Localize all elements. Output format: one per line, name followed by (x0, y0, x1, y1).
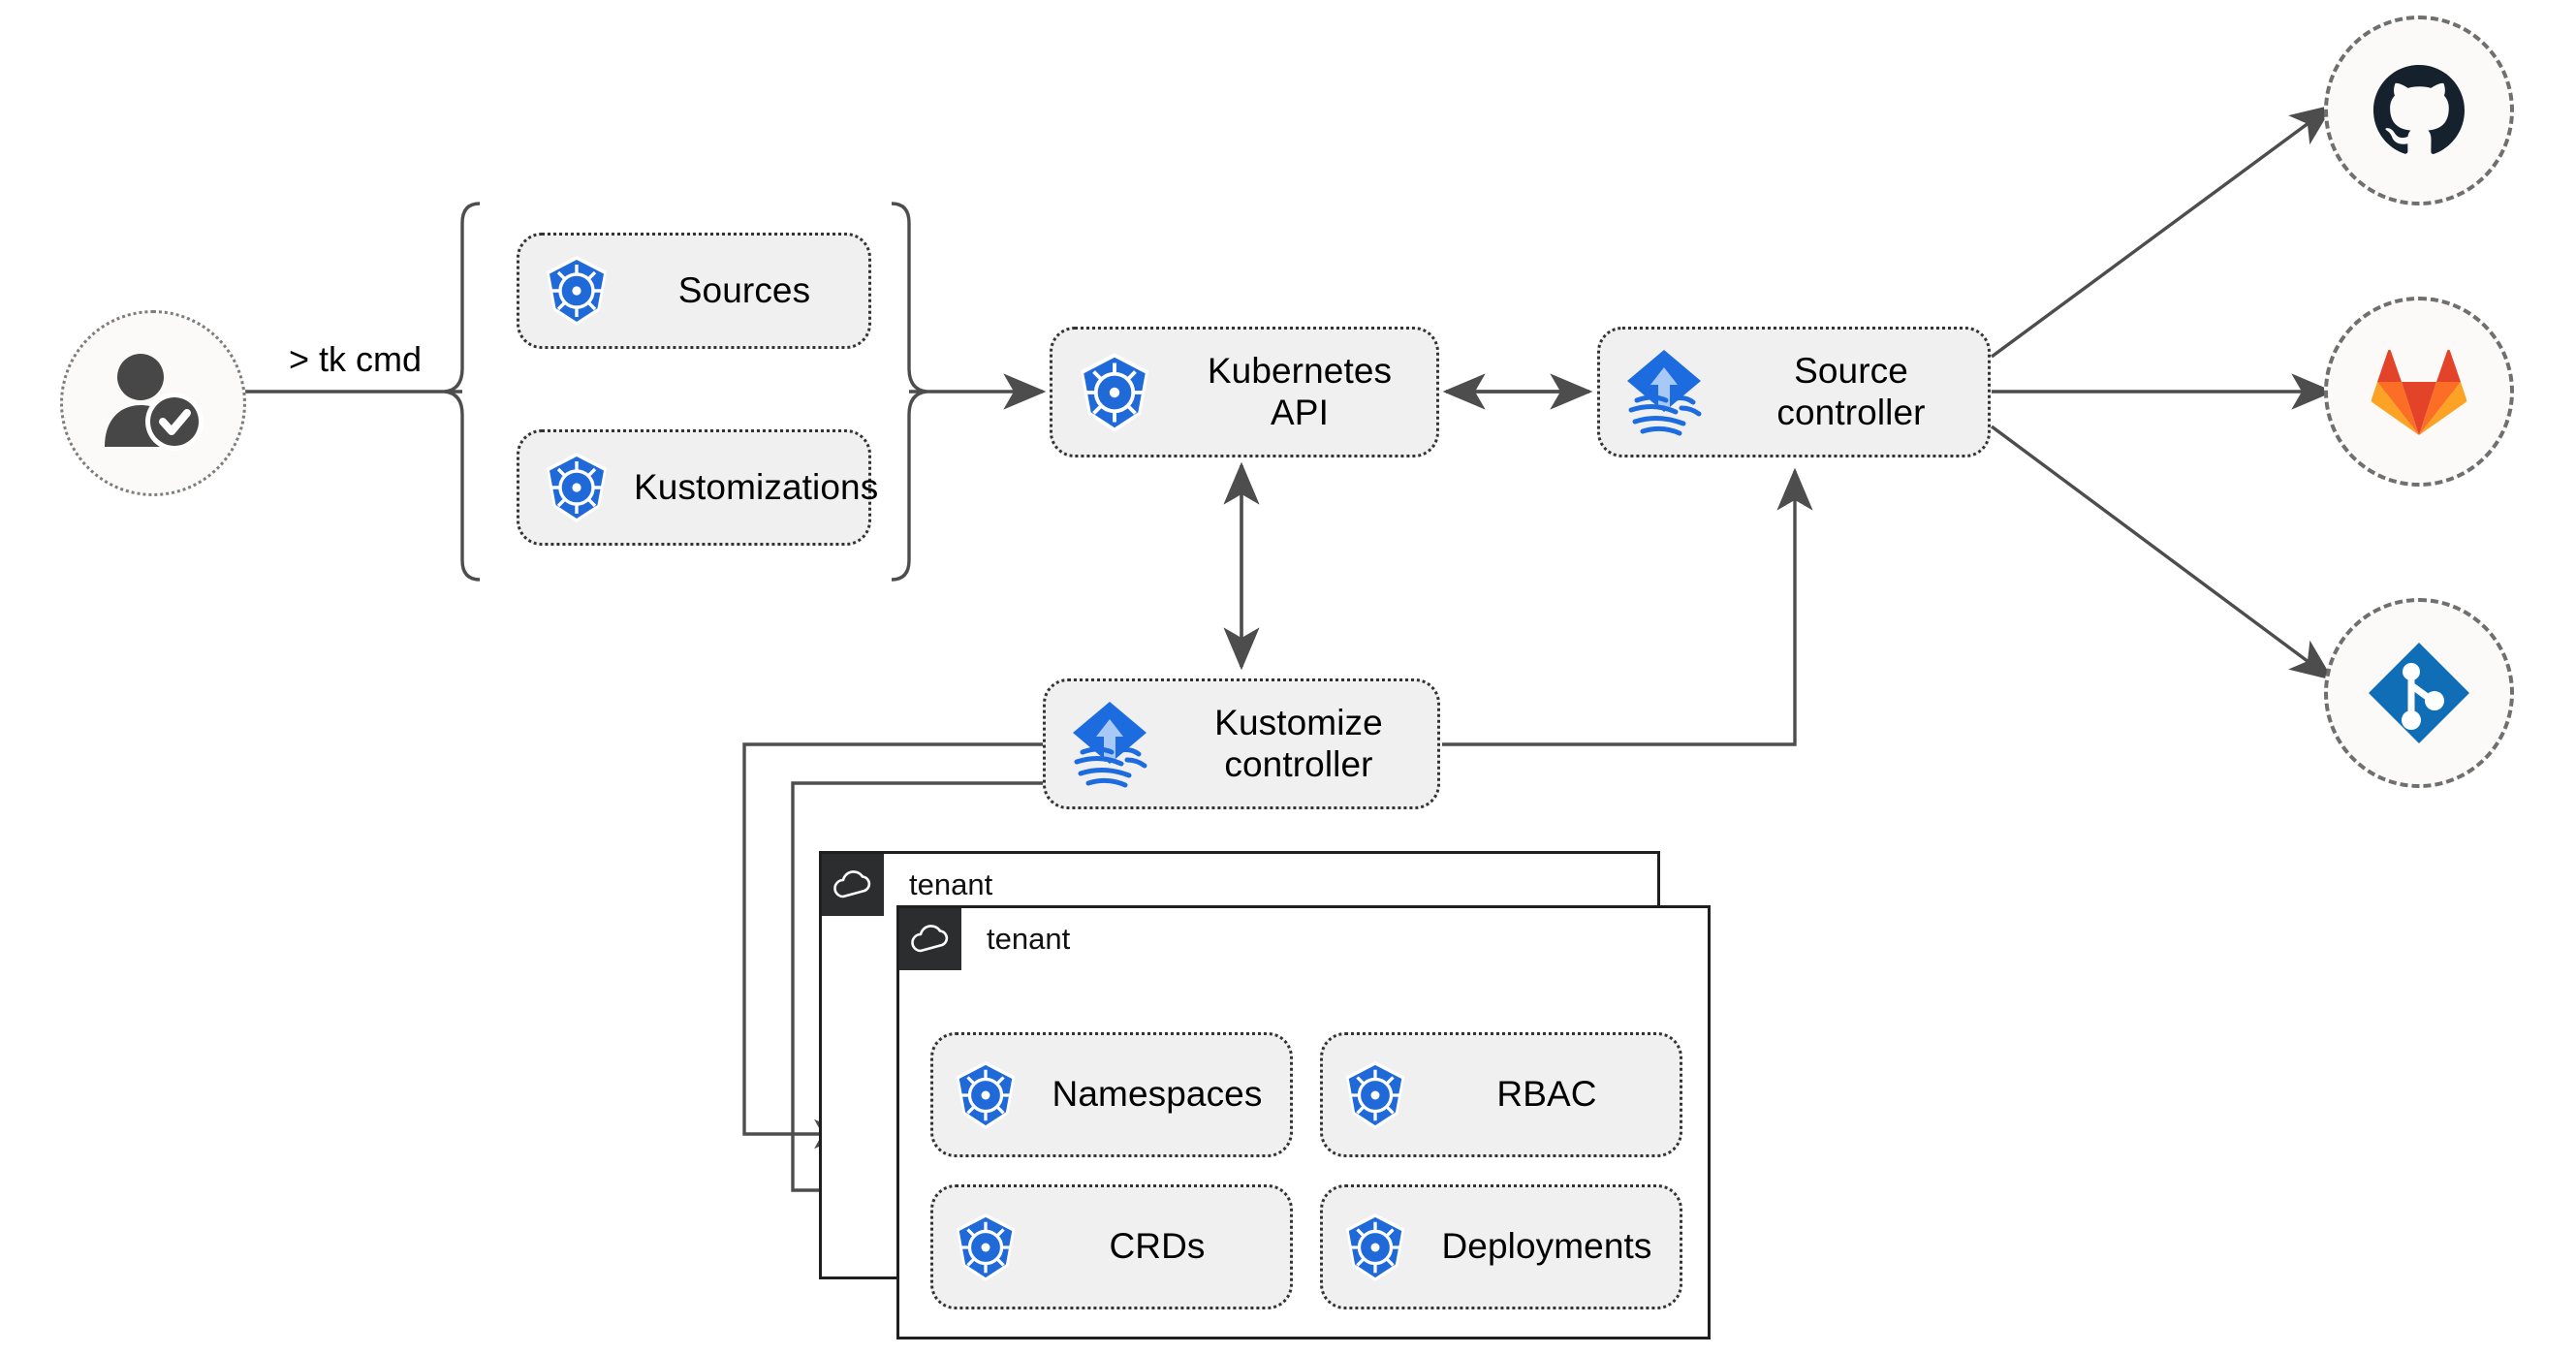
node-label: Kustomize controller (1214, 702, 1383, 784)
node-label: Deployments (1441, 1226, 1652, 1267)
tenant-name: tenant (909, 867, 993, 901)
wire-kustomize-to-source (1442, 467, 1813, 746)
node-label: CRDs (1109, 1226, 1206, 1267)
tenant-header: tenant (822, 854, 992, 916)
provider-git[interactable] (2324, 598, 2514, 788)
kubernetes-icon (1323, 1212, 1428, 1283)
node-kubernetes-api[interactable]: Kubernetes API (1050, 327, 1439, 457)
kubernetes-icon (519, 451, 634, 524)
node-source-controller[interactable]: Source controller (1597, 327, 1991, 457)
node-label: Sources (677, 269, 811, 310)
node-label: RBAC (1496, 1074, 1597, 1115)
node-namespaces[interactable]: Namespaces (930, 1032, 1293, 1157)
node-label: Kustomizations (634, 466, 879, 507)
node-deployments[interactable]: Deployments (1320, 1184, 1682, 1309)
command-label: > tk cmd (289, 339, 423, 379)
node-sources[interactable]: Sources (517, 233, 871, 349)
kubernetes-icon (1052, 351, 1177, 434)
tenant-name: tenant (987, 922, 1071, 956)
tenant-header: tenant (899, 908, 1070, 970)
node-kustomize-controller[interactable]: Kustomize controller (1043, 678, 1440, 809)
kubernetes-icon (933, 1212, 1038, 1283)
node-label: Namespaces (1052, 1074, 1263, 1115)
node-label: Kubernetes API (1207, 350, 1393, 432)
github-icon (2373, 65, 2465, 154)
tenant-container-front: tenant Namespaces (896, 905, 1711, 1339)
provider-gitlab[interactable] (2324, 297, 2514, 487)
node-rbac[interactable]: RBAC (1320, 1032, 1682, 1157)
wire-source-to-github (1990, 104, 2334, 359)
gitlab-icon (2371, 349, 2467, 435)
provider-github[interactable] (2324, 16, 2514, 205)
kubernetes-icon (519, 254, 634, 328)
brace-left (444, 202, 481, 582)
cloud-icon (899, 908, 961, 970)
node-label: Source controller (1776, 350, 1926, 432)
wire-source-to-git (1990, 425, 2334, 681)
flux-icon (1046, 698, 1174, 791)
user-verified-icon (105, 354, 204, 451)
cloud-icon (822, 854, 884, 916)
kubernetes-icon (933, 1059, 1038, 1131)
node-crds[interactable]: CRDs (930, 1184, 1293, 1309)
flux-icon (1600, 346, 1728, 439)
kubernetes-icon (1323, 1059, 1428, 1131)
git-icon (2369, 643, 2469, 743)
tenant-resource-grid: Namespaces RBAC (930, 1032, 1682, 1309)
operator-avatar (60, 310, 246, 496)
wire-kustomize-to-tenant-back (742, 742, 1043, 1150)
node-kustomizations[interactable]: Kustomizations (517, 429, 878, 546)
